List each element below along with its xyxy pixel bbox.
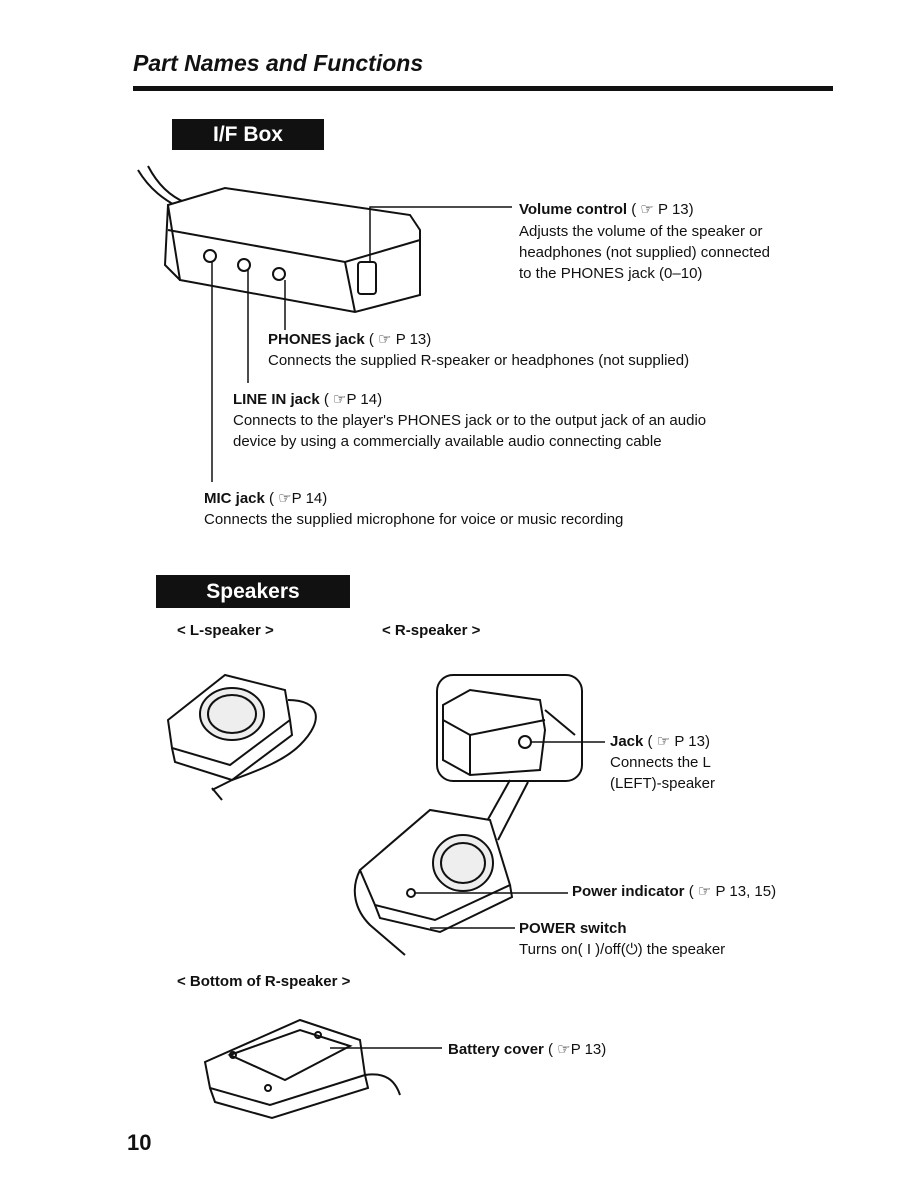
volume-control-title: Volume control ( ☞ P 13) [519,201,694,218]
power-switch-title: POWER switch [519,920,627,937]
jack-desc-2: (LEFT)-speaker [610,775,716,792]
l-speaker-label: < L-speaker > [177,622,274,639]
page-number: 10 [127,1130,152,1155]
line-in-jack-title: LINE IN jack ( ☞P 14) [233,391,383,408]
pointing-hand-icon: ☞ [333,391,347,408]
mic-jack-desc: Connects the supplied microphone for voi… [204,511,624,528]
r-speaker-bottom-illustration [203,1018,401,1120]
r-speaker-illustration [353,808,514,956]
pointing-hand-icon: ☞ [697,883,712,900]
pointing-hand-icon: ☞ [656,733,671,750]
mic-jack-title: MIC jack ( ☞P 14) [204,490,328,507]
pointing-hand-icon: ☞ [640,201,654,218]
pointing-hand-icon: ☞ [278,490,292,507]
jack-desc-1: Connects the L [610,754,711,771]
if-box-heading: I/F Box [172,119,324,150]
power-switch-desc: Turns on( I )/off(⏻) the speaker [519,941,726,958]
power-indicator-title: Power indicator ( ☞ P 13, 15) [572,883,777,900]
page-title: Part Names and Functions [133,50,424,76]
l-speaker-illustration [166,673,317,801]
r-speaker-label: < R-speaker > [382,622,481,639]
r-speaker-bottom-label: < Bottom of R-speaker > [177,973,351,990]
jack-title: Jack ( ☞ P 13) [610,733,710,750]
volume-control-desc-2: headphones (not supplied) connected [519,244,771,261]
phones-jack-desc: Connects the supplied R-speaker or headp… [268,352,690,369]
pointing-hand-icon: ☞ [378,331,392,348]
volume-control-desc-3: to the PHONES jack (0–10) [519,265,703,282]
standby-icon: ⏻ [625,941,638,958]
title-rule [133,86,833,91]
if-box-illustration [137,165,421,314]
line-in-jack-desc-2: device by using a commercially available… [233,433,662,450]
volume-control-desc-1: Adjusts the volume of the speaker or [519,223,763,240]
r-speaker-detail [436,674,583,841]
speakers-heading: Speakers [156,575,350,608]
battery-cover-title: Battery cover ( ☞P 13) [448,1041,607,1058]
line-in-jack-desc-1: Connects to the player's PHONES jack or … [233,412,707,429]
phones-jack-title: PHONES jack ( ☞ P 13) [268,331,432,348]
pointing-hand-icon: ☞ [557,1041,571,1058]
